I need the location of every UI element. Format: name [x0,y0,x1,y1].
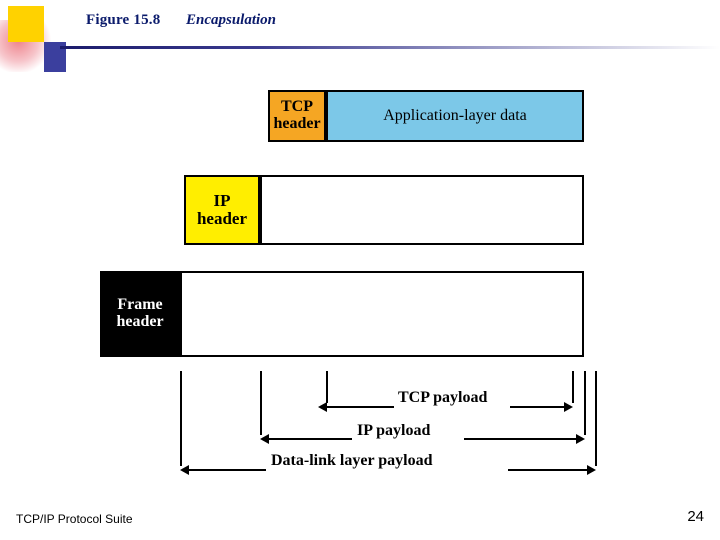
datalink-payload-arrow-right-segment [508,469,589,471]
application-layer-data-label: Application-layer data [383,107,527,124]
header-divider [60,46,720,49]
ip-header-line2: header [196,209,248,228]
ip-header-line1: IP [213,191,231,211]
ip-payload-label: IP payload [357,422,431,439]
frame-header-line1: Frame [117,296,163,314]
ip-payload-arrow-left-head [260,434,269,444]
tcp-payload-label: TCP payload [398,389,488,406]
logo-yellow-square [8,6,44,42]
datalink-payload-arrow-left-segment [188,469,266,471]
figure-title: Encapsulation [186,12,277,28]
tcp-payload-arrow-right-segment [510,406,566,408]
frame-header-box: Frame header [100,271,180,357]
footer-text: TCP/IP Protocol Suite [16,512,133,526]
figure-label: Figure 15.8 [86,12,161,28]
tcp-header-line1: TCP [280,98,313,116]
datalink-payload-arrow-left-head [180,465,189,475]
page-number: 24 [687,508,704,525]
tick-ip-payload-left [260,371,262,435]
slide-logo [0,0,80,90]
tcp-payload-arrow-left-head [318,402,327,412]
tcp-header-line2: header [273,115,321,132]
tick-ip-payload-right [584,371,586,435]
tcp-payload-arrow-right-head [564,402,573,412]
ip-payload-arrow-right-head [576,434,585,444]
ip-payload-arrow-right-segment [464,438,578,440]
frame-header-line2: header [116,313,164,330]
tick-datalink-payload-left [180,371,182,466]
ip-payload-box [260,175,584,245]
tick-datalink-payload-right [595,371,597,466]
logo-blue-square [44,42,66,72]
tcp-header-box: TCP header [268,90,326,142]
datalink-payload-arrow-right-head [587,465,596,475]
ip-header-box: IP header [184,175,260,245]
tick-tcp-payload-right [572,371,574,403]
frame-payload-box [180,271,584,357]
datalink-payload-label: Data-link layer payload [271,452,433,469]
tcp-payload-arrow-left-segment [326,406,394,408]
tick-tcp-payload-left [326,371,328,403]
ip-payload-arrow-left-segment [268,438,352,440]
application-layer-data-box: Application-layer data [326,90,584,142]
